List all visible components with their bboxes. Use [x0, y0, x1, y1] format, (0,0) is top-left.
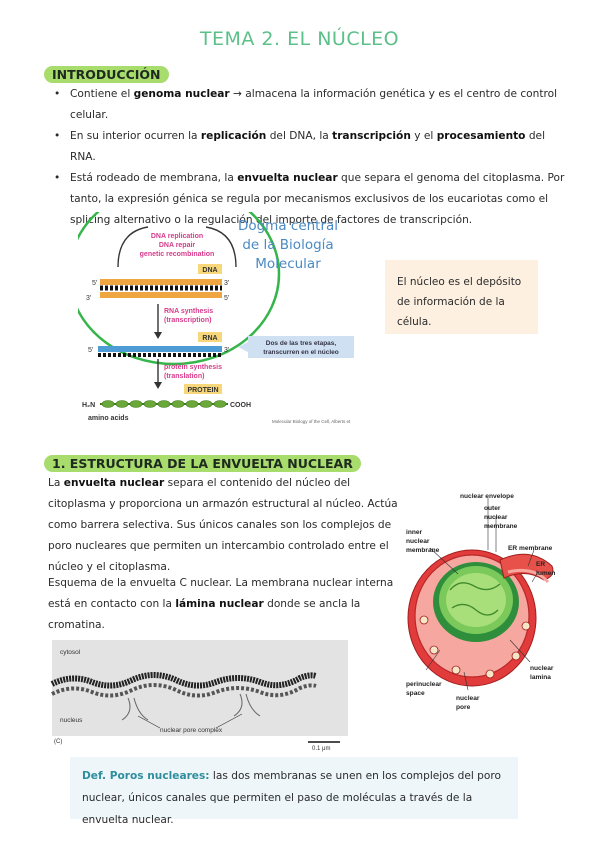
dogma-title-line: Dogma central	[237, 218, 339, 234]
label-outer-membrane: membrane	[484, 523, 518, 530]
label-nuclear-envelope: nuclear envelope	[460, 493, 514, 500]
dogma-title-line: Molecular	[255, 256, 321, 272]
list-item: Está rodeado de membrana, la envuelta nu…	[50, 168, 570, 231]
label-pore-complex: nuclear pore complex	[160, 727, 223, 734]
pointer-line	[137, 715, 161, 729]
five-prime-label: 5'	[88, 347, 93, 354]
arrow-icon	[154, 382, 162, 389]
figure-source: Molecular Biology of the Cell, Alberts e…	[272, 419, 351, 424]
intro-heading-text: INTRODUCCIÓN	[44, 66, 169, 83]
label-nucleus: nucleus	[60, 717, 83, 724]
label-outer-membrane: outer	[484, 505, 501, 512]
pointer-line	[215, 713, 243, 729]
electron-micrograph: cytosol nucleus nuclear pore complex 0.1…	[50, 640, 348, 752]
section-heading: 1. ESTRUCTURA DE LA ENVUELTA NUCLEAR	[44, 453, 361, 472]
label-inner-membrane: membrane	[406, 547, 440, 554]
repair-label: DNA repair	[159, 242, 196, 249]
definition-text: las dos membranas se unen en los complej…	[82, 770, 501, 826]
definition-box: Def. Poros nucleares: las dos membranas …	[70, 757, 518, 826]
scale-label: 0.1 μm	[312, 746, 330, 752]
panel-label: (C)	[54, 739, 62, 745]
h2n-label: H₂N	[82, 402, 95, 409]
definition-label: Def. Poros nucleares:	[82, 770, 210, 782]
nucleus-outline	[78, 212, 281, 366]
replication-label: DNA replication	[151, 233, 203, 240]
membrane-band-top	[50, 672, 317, 689]
arrow-icon	[205, 226, 237, 268]
three-prime-label: 3'	[86, 295, 91, 302]
five-prime-label: 5'	[224, 295, 229, 302]
label-cytosol: cytosol	[60, 649, 81, 656]
cooh-label: COOH	[230, 402, 251, 409]
nuclear-envelope-figure: nuclear envelope outer nuclear membrane …	[406, 493, 555, 711]
dna-label-box	[198, 264, 222, 274]
rna-label: RNA	[202, 335, 217, 342]
protein-synthesis-label: protein synthesis	[164, 364, 222, 371]
label-perinuclear-space: perinuclear	[406, 681, 442, 688]
label-nuclear-pore: nuclear	[456, 695, 480, 702]
label-er-lumen: ER	[536, 561, 545, 568]
callout-box	[248, 336, 354, 358]
callout-line-1: Dos de las tres etapas,	[266, 340, 337, 347]
intro-bullet-list: Contiene el genoma nuclear → almacena la…	[50, 84, 570, 231]
note-box: El núcleo es el depósito de información …	[385, 260, 538, 334]
three-prime-label: 3'	[224, 280, 229, 287]
transcription-label: (transcription)	[164, 317, 211, 324]
callout-line-2: transcurren en el núcleo	[263, 349, 339, 356]
intro-heading: INTRODUCCIÓN	[44, 64, 169, 83]
five-prime-label: 5'	[92, 280, 97, 287]
central-dogma-diagram: DNA replication DNA repair genetic recom…	[78, 212, 354, 424]
callout-pointer	[238, 342, 248, 352]
section-heading-text: 1. ESTRUCTURA DE LA ENVUELTA NUCLEAR	[44, 455, 361, 472]
schema-paragraph: Esquema de la envuelta C nuclear. La mem…	[48, 577, 394, 631]
label-outer-membrane: nuclear	[484, 514, 508, 521]
rna-strand	[98, 346, 222, 352]
label-lines	[425, 498, 539, 691]
protein-label: PROTEIN	[187, 387, 218, 394]
label-inner-membrane: inner	[406, 529, 423, 536]
nucleus-cutaway	[407, 549, 554, 687]
page-title: TEMA 2. EL NÚCLEO	[199, 28, 400, 50]
translation-label: (translation)	[164, 373, 204, 380]
envelope-paragraph: La envuelta nuclear separa el contenido …	[48, 477, 398, 573]
amino-acid-chain	[101, 400, 227, 408]
protein-label-box	[184, 384, 222, 394]
label-nuclear-pore: pore	[456, 704, 471, 711]
arrow-icon	[117, 226, 149, 268]
dogma-title-line: de la Biología	[242, 237, 334, 253]
label-nuclear-lamina: lamina	[530, 674, 551, 681]
micrograph-background	[52, 640, 348, 736]
arrow-icon	[154, 332, 162, 339]
dogma-title: Dogma central de la Biología Molecular	[236, 217, 340, 274]
three-prime-label: 3'	[224, 347, 229, 354]
rna-synthesis-label: RNA synthesis	[164, 308, 213, 315]
membrane-band-bottom	[51, 683, 317, 698]
label-nuclear-lamina: nuclear	[530, 665, 554, 672]
recombination-label: genetic recombination	[140, 251, 215, 258]
label-perinuclear-space: space	[406, 690, 425, 697]
label-inner-membrane: nuclear	[406, 538, 430, 545]
list-item: Contiene el genoma nuclear → almacena la…	[50, 84, 570, 126]
dna-label: DNA	[202, 267, 217, 274]
label-er-membrane: ER membrane	[508, 545, 553, 552]
rna-label-box	[198, 332, 222, 342]
list-item: En su interior ocurren la replicación de…	[50, 126, 570, 168]
label-er-lumen: lumen	[536, 570, 555, 577]
amino-acids-label: amino acids	[88, 415, 129, 422]
dna-strand-top	[100, 279, 222, 285]
pore-filaments	[121, 693, 261, 721]
dna-strand-bottom	[100, 292, 222, 298]
